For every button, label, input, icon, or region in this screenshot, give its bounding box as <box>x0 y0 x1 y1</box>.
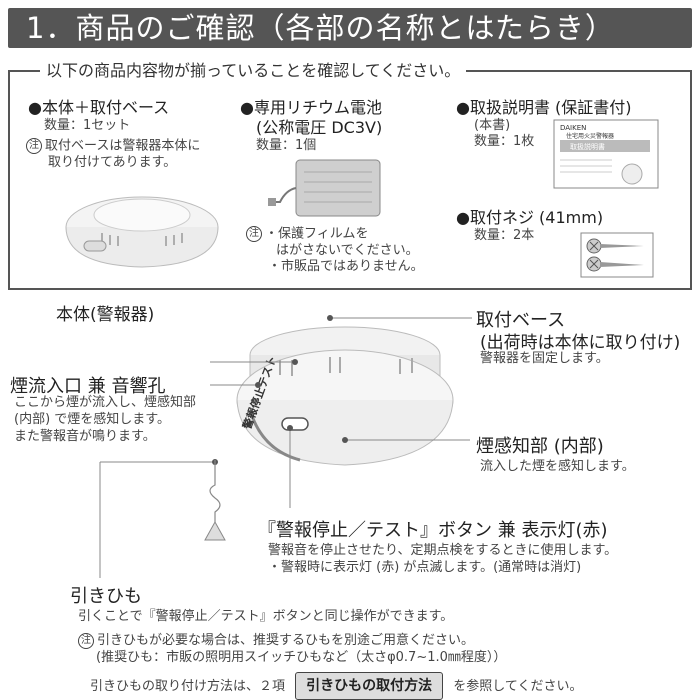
manual-logo: DAIKEN <box>560 124 586 132</box>
note-mark-icon: 注 <box>26 138 42 154</box>
item-battery-notes: 注・保護フィルムを はがさないでください。 ・市販品ではありません。 <box>246 226 424 275</box>
smoke-detector-small-illustration <box>65 196 219 268</box>
label-inlet-desc-3: また警報音が鳴ります。 <box>14 429 156 444</box>
note-mark-icon: 注 <box>78 632 94 649</box>
item-body-note: 注取付ベースは警報器本体に 取り付けてあります。 <box>26 138 200 171</box>
battery-illustration <box>268 159 381 217</box>
item-body-note-line1: 取付ベースは警報器本体に <box>45 138 201 154</box>
note-mark-icon: 注 <box>246 226 262 242</box>
label-base-desc: 警報器を固定します。 <box>480 351 609 366</box>
string-ref-line: 引きひもの取り付け方法は、２項 引きひもの取付方法 を参照してください。 <box>90 672 583 700</box>
label-button: 『警報停止／テスト』ボタン 兼 表示灯(赤) <box>258 520 608 541</box>
screws-illustration <box>580 232 654 278</box>
item-manual-qty: 数量：1枚 <box>474 134 535 149</box>
page-title: 1．商品のご確認（各部の名称とはたらき） <box>8 8 692 48</box>
item-screw-qty: 数量：2本 <box>474 228 535 243</box>
label-base: 取付ベース <box>476 310 566 331</box>
item-battery-note-2: はがさないでください。 <box>276 242 419 258</box>
label-inlet-desc-1: ここから煙が流入し、煙感知部 <box>14 395 197 410</box>
label-inlet-desc-2: (内部) で煙を感知します。 <box>14 412 170 427</box>
string-ref-link[interactable]: 引きひもの取付方法 <box>295 672 444 700</box>
label-inlet-desc: ここから煙が流入し、煙感知部 (内部) で煙を感知します。 また警報音が鳴ります… <box>14 394 196 445</box>
item-screw-title: ●取付ネジ (41mm) <box>456 208 604 227</box>
item-body-title: ●本体＋取付ベース <box>28 98 170 117</box>
item-battery-title: ●専用リチウム電池 <box>240 98 382 117</box>
label-sensor: 煙感知部 (内部) <box>476 436 604 457</box>
manual-doc-sub: 取扱説明書 <box>570 142 605 151</box>
item-manual-title: ●取扱説明書 (保証書付) <box>456 98 632 117</box>
item-body-qty: 数量：1セット <box>44 118 131 133</box>
string-ref-before: 引きひもの取り付け方法は、２項 <box>90 679 286 694</box>
item-body-note-line2: 取り付けてあります。 <box>48 154 177 170</box>
item-battery-note-1: ・保護フィルムを <box>265 226 369 242</box>
item-battery-sub: (公称電圧 DC3V) <box>256 118 383 137</box>
label-string-note-1: 引きひもが必要な場合は、推奨するひもを別途ご用意ください。 <box>97 633 475 648</box>
smoke-detector-illustration: 警報停止テスト <box>99 315 472 578</box>
label-honntai: 本体(警報器) <box>56 305 155 325</box>
label-string-note: 注引きひもが必要な場合は、推奨するひもを別途ご用意ください。 (推奨ひも：市販の… <box>78 632 506 666</box>
item-battery-note-3: ・市販品ではありません。 <box>268 258 424 274</box>
manual-illustration: DAIKEN 住宅用火災警報器 取扱説明書 <box>553 119 659 189</box>
label-string-desc: 引くことで『警報停止／テスト』ボタンと同じ操作ができます。 <box>78 609 454 624</box>
label-button-desc-1: 警報音を停止させたり、定期点検をするときに使用します。 <box>268 543 618 558</box>
label-string: 引きひも <box>70 586 142 607</box>
label-sensor-desc: 流入した煙を感知します。 <box>480 459 635 474</box>
label-inlet: 煙流入口 兼 音響孔 <box>10 376 166 397</box>
item-battery-qty: 数量：1個 <box>256 138 317 153</box>
string-ref-after: を参照してください。 <box>453 679 583 694</box>
label-button-desc: 警報音を停止させたり、定期点検をするときに使用します。 ・警報時に表示灯 (赤)… <box>268 542 617 576</box>
label-base-sub: (出荷時は本体に取り付け) <box>480 333 681 353</box>
label-button-desc-2: ・警報時に表示灯 (赤) が点滅します。(通常時は消灯) <box>268 560 582 575</box>
label-string-note-2: (推奨ひも：市販の照明用スイッチひもなど（太さφ0.7~1.0㎜程度）） <box>96 650 507 665</box>
contents-box-title: 以下の商品内容物が揃っていることを確認してください。 <box>40 60 467 82</box>
manual-doc-title: 住宅用火災警報器 <box>566 132 614 140</box>
item-manual-sub: (本書) <box>474 118 511 133</box>
